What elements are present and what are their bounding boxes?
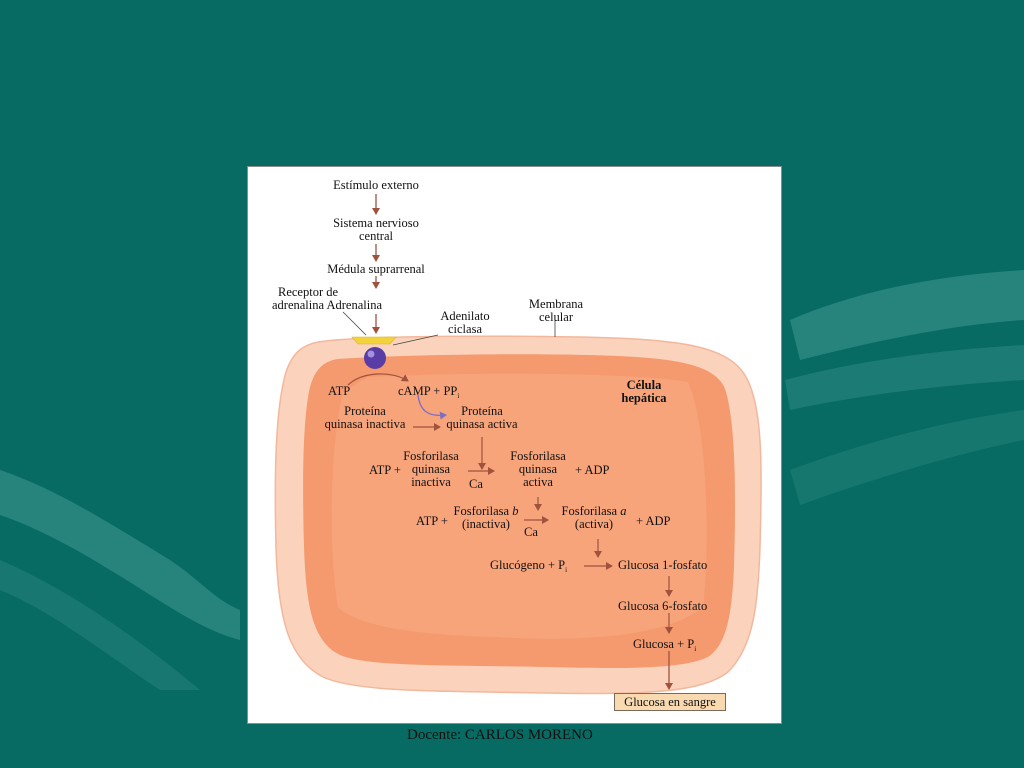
wave-left [0,470,240,640]
label-phk-active-line1: Fosforilasa [510,449,566,463]
label-phos-b: Fosforilasa b (inactiva) [448,505,524,531]
label-phos-a-letter: a [620,504,627,518]
label-glucose-1p: Glucosa 1-fosfato [618,558,708,572]
footer-credit: Docente: CARLOS MORENO [407,727,593,743]
label-cell-membrane: Membrana celular [518,298,594,324]
label-glycogen: Glucógeno + Pi [490,559,567,577]
label-cns-line1: Sistema nervioso [333,216,419,230]
label-pk-inactive: Proteína quinasa inactiva [310,405,420,431]
label-camp-text: cAMP + PP [398,384,458,398]
diagram-graphics [274,194,762,695]
label-phk-active-line2: quinasa [518,462,558,476]
label-phos-b-text: Fosforilasa [453,504,510,518]
receptor-leader [342,311,367,336]
label-atp-plus-2: ATP + [416,514,448,528]
label-liver-cell-line2: hepática [621,391,667,405]
label-glucose-pi-text: Glucosa + P [633,637,695,651]
label-phk-inactive-line3: inactiva [411,475,451,489]
label-glycogen-text: Glucógeno + P [490,558,566,572]
label-phos-b-line1: Fosforilasa b [448,505,524,518]
label-camp-sub: i [457,392,460,400]
label-ca-1: Ca [469,477,483,491]
label-plus-adp-1: + ADP [575,463,610,477]
label-phk-active-line3: activa [523,475,553,489]
label-plus-adp-2: + ADP [636,514,671,528]
label-pk-inactive-line2: quinasa inactiva [324,417,406,431]
wave-left-lower [0,560,200,690]
arrow-atp-to-camp [347,373,409,386]
label-adenylate-line2: ciclasa [447,322,482,336]
wave-right-mid [785,345,1024,410]
label-glucose-6p: Glucosa 6-fosfato [618,599,708,613]
label-phos-a-text: Fosforilasa [561,504,618,518]
label-adenylate-line1: Adenilato [440,309,490,323]
label-membrane-line2: celular [538,310,573,324]
label-pk-active-line1: Proteína [461,404,503,418]
label-phos-a-line1: Fosforilasa a [552,505,636,518]
wave-right-low [790,410,1024,505]
label-atp-plus-1: ATP + [369,463,401,477]
label-receptor-line1: Receptor de [278,285,339,299]
label-phk-inactive-line1: Fosforilasa [403,449,459,463]
label-glucose-pi-sub: i [694,645,697,653]
label-pk-active-line2: quinasa activa [446,417,518,431]
label-phos-a: Fosforilasa a (activa) [552,505,636,531]
adrenaline-receptor [351,336,397,345]
label-external-stimulus: Estímulo externo [333,178,419,192]
label-adenylate-cyclase: Adenilato ciclasa [430,310,500,336]
adenylate-leader [392,334,439,346]
label-pk-active: Proteína quinasa activa [434,405,530,431]
cell-cytoplasm-highlight [331,373,707,639]
label-liver-cell-line1: Célula [626,378,662,392]
arrow-camp-activates [417,394,447,420]
label-phos-b-line2: (inactiva) [462,517,510,531]
label-pk-inactive-line1: Proteína [344,404,386,418]
label-glycogen-sub: i [565,566,568,574]
label-phk-inactive: Fosforilasa quinasa inactiva [396,450,466,489]
label-cns: Sistema nervioso central [318,217,434,243]
label-glucose-pi: Glucosa + Pi [633,638,696,656]
label-atp: ATP [328,384,351,398]
label-camp: cAMP + PPi [398,385,459,403]
adrenaline-molecule [364,347,386,369]
label-liver-cell: Célula hepática [608,379,680,405]
glucose-blood-box: Glucosa en sangre [614,693,726,711]
label-phos-b-letter: b [512,504,519,518]
label-cns-line2: central [358,229,393,243]
label-membrane-line1: Membrana [528,297,584,311]
label-phos-a-line2: (activa) [574,517,614,531]
label-receptor-line2: adrenalina Adrenalina [272,298,383,312]
diagram-panel: Estímulo externo Sistema nervioso centra… [247,166,782,724]
wave-right-top [790,270,1024,360]
label-adrenal-medulla: Médula suprarrenal [327,262,425,276]
label-receptor: Receptor de adrenalina Adrenalina [272,286,412,312]
label-ca-2: Ca [524,525,538,539]
label-phk-active: Fosforilasa quinasa activa [502,450,574,489]
label-phk-inactive-line2: quinasa [411,462,451,476]
